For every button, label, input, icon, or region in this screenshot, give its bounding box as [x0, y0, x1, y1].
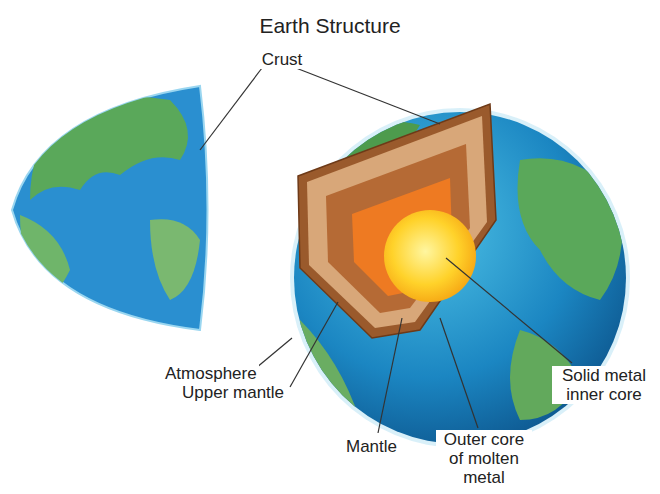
part-label: Mantle: [344, 437, 399, 456]
part-label: Upper mantle: [180, 383, 286, 402]
cutaway-layers: [298, 104, 496, 338]
part-label: Solid metal inner core: [552, 366, 656, 404]
part-label: Atmosphere: [163, 364, 259, 383]
detached-crust-piece: [12, 86, 208, 330]
part-label: Crust: [252, 50, 312, 69]
part-label: Outer core of molten metal: [436, 430, 532, 487]
diagram-title: Earth Structure: [0, 14, 660, 38]
